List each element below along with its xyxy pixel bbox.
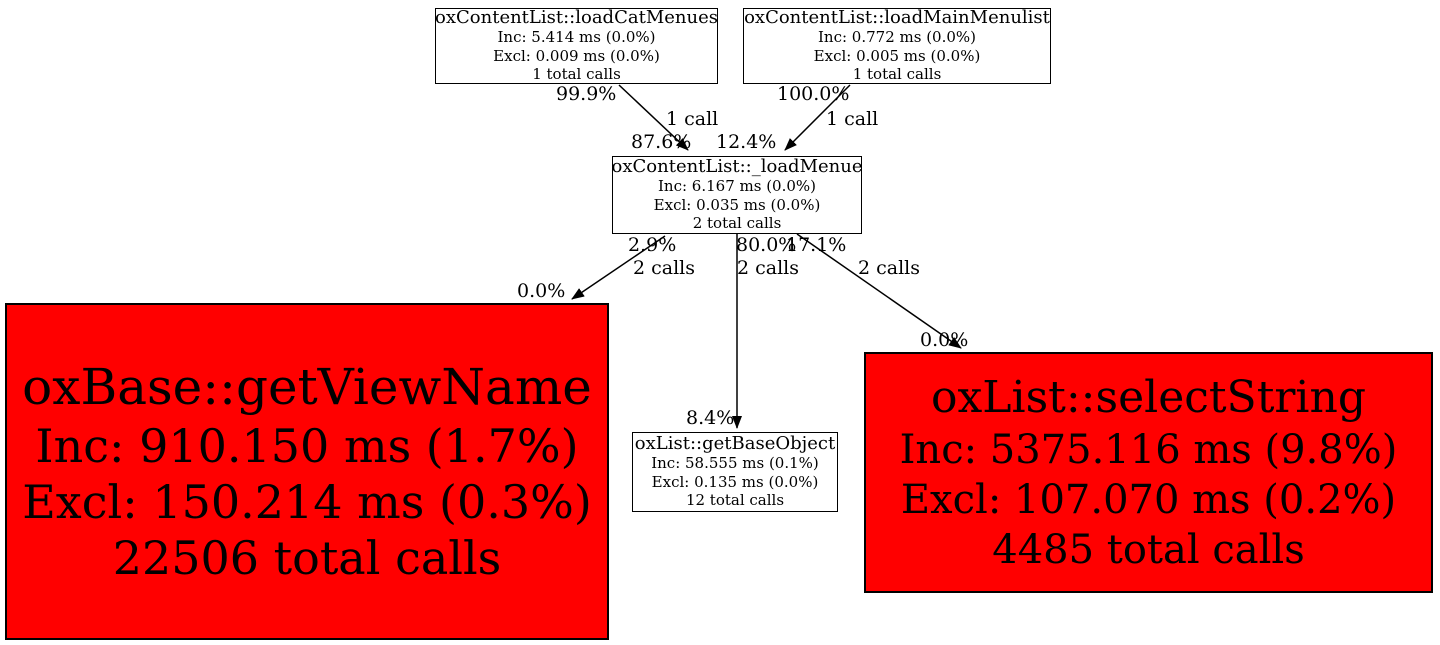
node-title: oxBase::getViewName <box>22 358 592 416</box>
node-title: oxList::getBaseObject <box>634 433 836 455</box>
node-total-calls: 1 total calls <box>532 65 621 84</box>
edge-in-pct: 0.0% <box>920 329 969 351</box>
node-exclusive: Excl: 150.214 ms (0.3%) <box>22 475 592 529</box>
node-loadMainMenulist[interactable]: oxContentList::loadMainMenulist Inc: 0.7… <box>743 8 1051 84</box>
node-total-calls: 1 total calls <box>852 65 942 84</box>
node-inclusive: Inc: 0.772 ms (0.0%) <box>817 28 977 47</box>
node-inclusive: Inc: 5375.116 ms (9.8%) <box>899 426 1398 473</box>
node-title: oxList::selectString <box>931 371 1366 423</box>
node-exclusive: Excl: 0.135 ms (0.0%) <box>651 472 819 491</box>
edge-out-pct: 100.0% <box>777 83 850 105</box>
node-inclusive: Inc: 5.414 ms (0.0%) <box>497 28 656 47</box>
node-title: oxContentList::loadCatMenues <box>435 7 718 29</box>
node-total-calls: 22506 total calls <box>112 531 502 585</box>
node-loadMenue[interactable]: oxContentList::_loadMenue Inc: 6.167 ms … <box>611 156 863 234</box>
node-getBaseObject[interactable]: oxList::getBaseObject Inc: 58.555 ms (0.… <box>632 432 838 512</box>
node-getViewName[interactable]: oxBase::getViewName Inc: 910.150 ms (1.7… <box>5 303 609 640</box>
edge-calls: 2 calls <box>633 257 696 279</box>
node-exclusive: Excl: 0.009 ms (0.0%) <box>493 46 660 65</box>
node-loadCatMenues[interactable]: oxContentList::loadCatMenues Inc: 5.414 … <box>435 8 718 84</box>
node-total-calls: 4485 total calls <box>992 526 1305 573</box>
edge-in-pct: 87.6% <box>631 131 692 153</box>
edge-calls: 1 call <box>826 108 879 130</box>
edge-in-pct: 12.4% <box>716 131 777 153</box>
node-inclusive: Inc: 910.150 ms (1.7%) <box>35 419 579 473</box>
node-total-calls: 2 total calls <box>692 214 782 233</box>
edge-calls: 2 calls <box>737 257 800 279</box>
node-exclusive: Excl: 0.005 ms (0.0%) <box>813 46 981 65</box>
edge-calls: 1 call <box>666 108 719 130</box>
node-selectString[interactable]: oxList::selectString Inc: 5375.116 ms (9… <box>864 352 1433 593</box>
node-title: oxContentList::_loadMenue <box>611 156 863 178</box>
edge-in-pct: 8.4% <box>686 407 735 429</box>
edge-out-pct: 99.9% <box>556 83 617 105</box>
node-inclusive: Inc: 6.167 ms (0.0%) <box>657 177 817 196</box>
node-title: oxContentList::loadMainMenulist <box>744 7 1050 29</box>
node-inclusive: Inc: 58.555 ms (0.1%) <box>651 454 819 473</box>
edge-out-pct: 2.9% <box>628 234 677 256</box>
edge-out-pct: 17.1% <box>786 234 847 256</box>
node-exclusive: Excl: 0.035 ms (0.0%) <box>653 195 821 214</box>
edge-out-pct: 80.0% <box>736 234 797 256</box>
node-total-calls: 12 total calls <box>685 491 785 510</box>
edge-calls: 2 calls <box>858 257 921 279</box>
node-exclusive: Excl: 107.070 ms (0.2%) <box>900 476 1397 523</box>
edge-in-pct: 0.0% <box>517 280 566 302</box>
